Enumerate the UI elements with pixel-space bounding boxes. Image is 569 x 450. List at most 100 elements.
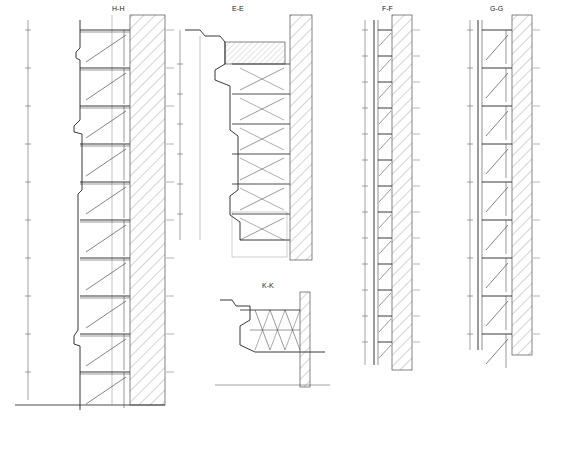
frame-stroke	[124, 182, 125, 218]
frame-stroke	[124, 258, 125, 294]
frame-stroke	[482, 68, 512, 69]
frame-stroke	[413, 264, 420, 265]
frame-stroke	[362, 134, 368, 135]
frame-stroke	[80, 336, 130, 337]
frame-stroke	[506, 182, 507, 216]
frame-stroke	[533, 182, 540, 183]
frame-stroke	[124, 296, 125, 332]
frame-stroke	[86, 339, 126, 366]
frame-stroke	[413, 82, 420, 83]
section-title: E-E	[231, 5, 245, 13]
frame-stroke	[177, 94, 183, 95]
frame-stroke	[25, 220, 31, 221]
frame-stroke	[467, 220, 473, 221]
frame-stroke	[379, 111, 391, 124]
frame-stroke	[482, 106, 512, 107]
frame-stroke	[533, 296, 540, 297]
frame-stroke	[413, 316, 420, 317]
frame-stroke	[232, 154, 290, 155]
frame-stroke	[80, 296, 130, 297]
frame-stroke	[232, 184, 290, 185]
frame-stroke	[506, 296, 507, 330]
frame-stroke	[506, 220, 507, 254]
frame-stroke	[379, 163, 391, 176]
frame-stroke	[482, 30, 512, 31]
frame-stroke	[486, 187, 508, 212]
ground-line	[15, 405, 165, 406]
dimension-line	[180, 30, 181, 240]
frame-stroke	[25, 182, 31, 183]
frame-stroke	[467, 296, 473, 297]
frame-stroke	[25, 372, 31, 373]
beam-section	[225, 42, 285, 64]
frame-stroke	[362, 108, 368, 109]
frame-stroke	[378, 108, 392, 109]
frame-stroke	[240, 218, 284, 240]
frame-stroke	[486, 339, 508, 364]
frame-stroke	[378, 56, 392, 57]
frame-stroke	[240, 68, 284, 90]
frame-stroke	[240, 218, 284, 240]
frame-stroke	[86, 301, 126, 328]
frame-stroke	[25, 106, 31, 107]
frame-stroke	[379, 345, 391, 358]
dimension-line	[365, 20, 366, 365]
frame-stroke	[25, 296, 31, 297]
frame-stroke	[250, 330, 300, 331]
frame-stroke	[533, 68, 540, 69]
frame-stroke	[232, 94, 290, 95]
frame-stroke	[80, 30, 130, 31]
frame-stroke	[232, 64, 290, 65]
frame-stroke	[379, 137, 391, 150]
facade-profile	[74, 20, 82, 410]
frame-stroke	[362, 186, 368, 187]
cornice-profile	[185, 30, 290, 240]
section-title: F-F	[381, 5, 394, 13]
frame-stroke	[413, 30, 420, 31]
frame-stroke	[80, 106, 130, 107]
frame-stroke	[80, 70, 130, 71]
frame-stroke	[166, 258, 174, 259]
frame-stroke	[166, 220, 174, 221]
frame-stroke	[240, 128, 284, 150]
frame-stroke	[482, 220, 512, 221]
frame-stroke	[86, 377, 126, 404]
frame-stroke	[467, 144, 473, 145]
frame-stroke	[486, 301, 508, 326]
frame-stroke	[413, 134, 420, 135]
frame-stroke	[413, 186, 420, 187]
wall-hatch	[392, 15, 412, 370]
frame-stroke	[124, 144, 125, 180]
frame-stroke	[80, 184, 130, 185]
frame-stroke	[362, 238, 368, 239]
section-title: K-K	[261, 282, 275, 290]
section-title: H-H	[111, 5, 125, 13]
frame-stroke	[378, 160, 392, 161]
frame-stroke	[378, 186, 392, 187]
frame-stroke	[378, 238, 392, 239]
frame-stroke	[232, 124, 290, 125]
frame-stroke	[166, 106, 174, 107]
frame-stroke	[177, 64, 183, 65]
frame-stroke	[124, 372, 125, 408]
frame-stroke	[378, 82, 392, 83]
frame-stroke	[482, 182, 512, 183]
frame-stroke	[533, 258, 540, 259]
frame-stroke	[240, 128, 284, 150]
frame-stroke	[378, 316, 392, 317]
facade-line	[374, 20, 375, 365]
frame-stroke	[413, 342, 420, 343]
frame-stroke	[240, 98, 284, 120]
frame-stroke	[86, 111, 126, 138]
frame-stroke	[166, 372, 174, 373]
frame-stroke	[379, 85, 391, 98]
frame-stroke	[80, 372, 130, 373]
frame-stroke	[177, 184, 183, 185]
frame-stroke	[240, 158, 284, 180]
frame-stroke	[166, 30, 174, 31]
frame-stroke	[80, 220, 130, 221]
dimension-line	[28, 20, 29, 400]
frame-stroke	[200, 36, 201, 240]
frame-stroke	[166, 182, 174, 183]
